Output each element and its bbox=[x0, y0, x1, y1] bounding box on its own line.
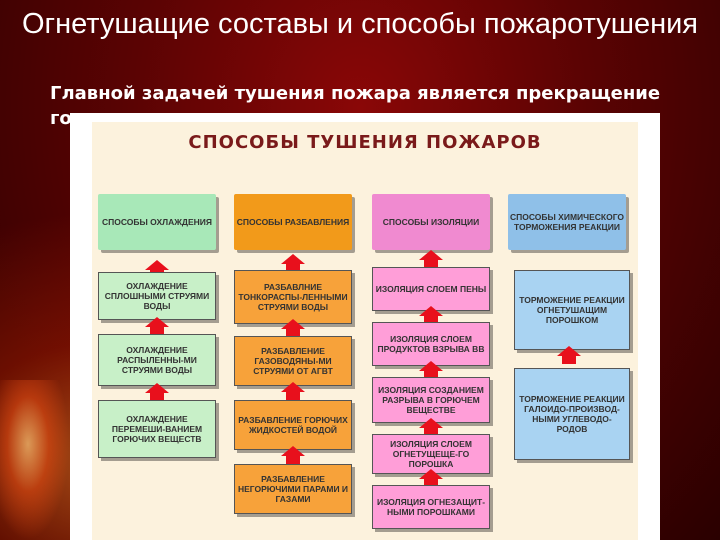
isolation-item: ИЗОЛЯЦИЯ СОЗДАНИЕМ РАЗРЫВА В ГОРЮЧЕМ ВЕЩ… bbox=[372, 377, 490, 423]
header-chemical: СПОСОБЫ ХИМИЧЕСКОГО ТОРМОЖЕНИЯ РЕАКЦИИ bbox=[508, 194, 626, 250]
slide-title: Огнетушащие составы и способы пожаротуше… bbox=[21, 8, 699, 40]
slide-subtitle: Главной задачей тушения пожара является … bbox=[50, 83, 661, 104]
arrow-icon bbox=[419, 469, 443, 487]
isolation-item: ИЗОЛЯЦИЯ СЛОЕМ ОГНЕТУЩЕЩЕ-ГО ПОРОШКА bbox=[372, 434, 490, 474]
chemical-item: ТОРМОЖЕНИЕ РЕАКЦИИ ГАЛОИДО-ПРОИЗВОД-НЫМИ… bbox=[514, 368, 630, 460]
arrow-icon bbox=[281, 382, 305, 402]
arrow-icon bbox=[557, 346, 581, 364]
header-cooling: СПОСОБЫ ОХЛАЖДЕНИЯ bbox=[98, 194, 216, 250]
isolation-item: ИЗОЛЯЦИЯ СЛОЕМ ПРОДУКТОВ ВЗРЫВА ВВ bbox=[372, 322, 490, 366]
fire-hand-decoration bbox=[0, 380, 70, 540]
cooling-item: ОХЛАЖДЕНИЕ СПЛОШНЫМИ СТРУЯМИ ВОДЫ bbox=[98, 272, 216, 320]
chemical-item: ТОРМОЖЕНИЕ РЕАКЦИИ ОГНЕТУШАЩИМ ПОРОШКОМ bbox=[514, 270, 630, 350]
cooling-item: ОХЛАЖДЕНИЕ ПЕРЕМЕШИ-ВАНИЕМ ГОРЮЧИХ ВЕЩЕС… bbox=[98, 400, 216, 458]
dilution-item: РАЗБАВЛЕНИЕ ГАЗОВОДЯНЫ-МИ СТРУЯМИ ОТ АГВ… bbox=[234, 336, 352, 386]
dilution-item: РАЗБАВЛНИЕ ТОНКОРАСПЫ-ЛЕННЫМИ СТРУЯМИ ВО… bbox=[234, 270, 352, 324]
cooling-item: ОХЛАЖДЕНИЕ РАСПЫЛЕННЫ-МИ СТРУЯМИ ВОДЫ bbox=[98, 334, 216, 386]
header-isolation: СПОСОБЫ ИЗОЛЯЦИИ bbox=[372, 194, 490, 250]
arrow-icon bbox=[281, 446, 305, 466]
header-dilution: СПОСОБЫ РАЗБАВЛЕНИЯ bbox=[234, 194, 352, 250]
diagram-panel: СПОСОБЫ ТУШЕНИЯ ПОЖАРОВ СПОСОБЫ ОХЛАЖДЕН… bbox=[92, 122, 638, 540]
isolation-item: ИЗОЛЯЦИЯ СЛОЕМ ПЕНЫ bbox=[372, 267, 490, 311]
diagram-title: СПОСОБЫ ТУШЕНИЯ ПОЖАРОВ bbox=[188, 132, 542, 153]
arrow-icon bbox=[419, 361, 443, 379]
isolation-item: ИЗОЛЯЦИЯ ОГНЕЗАЩИТ-НЫМИ ПОРОШКАМИ bbox=[372, 485, 490, 529]
dilution-item: РАЗБАВЛЕНИЕ ГОРЮЧИХ ЖИДКОСТЕЙ ВОДОЙ bbox=[234, 400, 352, 450]
arrow-icon bbox=[419, 418, 443, 436]
arrow-icon bbox=[419, 306, 443, 324]
dilution-item: РАЗБАВЛЕНИЕ НЕГОРЮЧИМИ ПАРАМИ И ГАЗАМИ bbox=[234, 464, 352, 514]
diagram-image: СПОСОБЫ ТУШЕНИЯ ПОЖАРОВ СПОСОБЫ ОХЛАЖДЕН… bbox=[70, 113, 660, 540]
